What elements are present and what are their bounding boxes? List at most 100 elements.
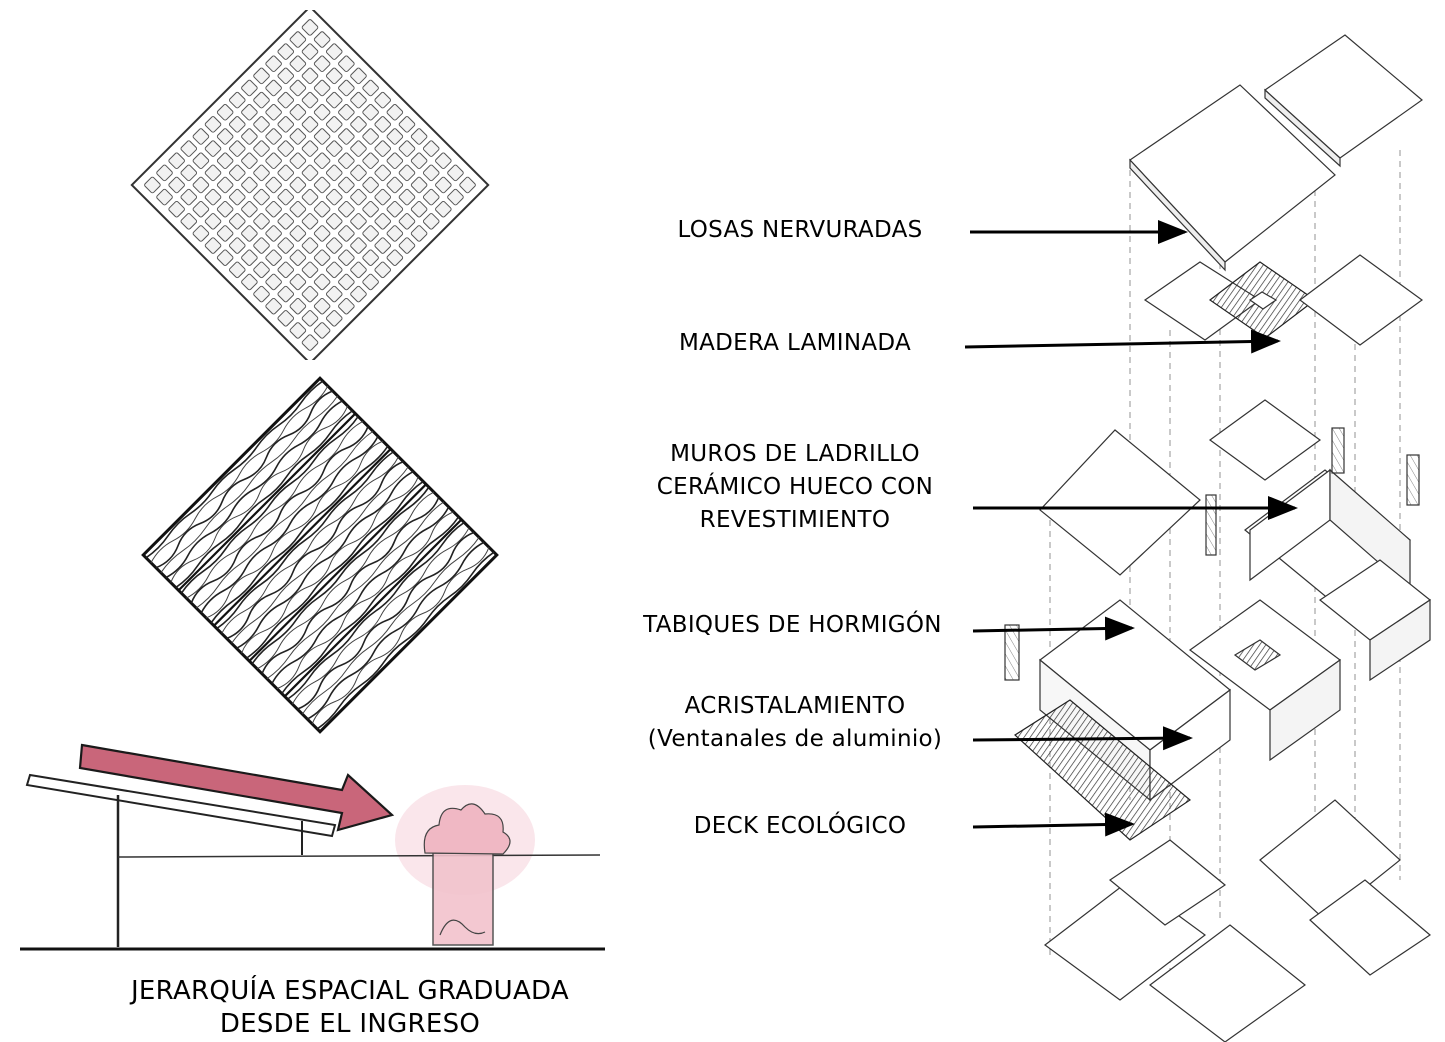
coffer [241, 273, 258, 291]
coffer [313, 79, 331, 97]
wood-grain [301, 537, 480, 715]
coffer [313, 273, 331, 291]
wood-grain [266, 501, 445, 680]
wood-grain [205, 440, 384, 619]
roof-slab [25, 773, 337, 838]
coffer [229, 213, 246, 230]
coffer [398, 116, 416, 133]
tree-crown [423, 803, 511, 855]
coffer [301, 67, 319, 85]
wood-grain [246, 480, 424, 659]
wood-grain [160, 395, 339, 573]
coffer [386, 176, 404, 194]
coffer [435, 152, 452, 170]
coffer [459, 176, 476, 194]
coffer [313, 249, 331, 266]
coffer [229, 116, 246, 133]
coffer [313, 200, 331, 218]
coffer [277, 164, 295, 182]
coffer [289, 225, 307, 242]
coffer [325, 67, 343, 85]
coffer [350, 237, 367, 254]
coffer [277, 237, 295, 254]
coffer [204, 237, 222, 254]
laminated-wood-sketch [130, 375, 510, 735]
coffer [435, 176, 452, 194]
coffer [289, 297, 307, 315]
coffer [204, 140, 222, 157]
coffer [313, 55, 331, 73]
coffer [338, 297, 355, 315]
coffer [277, 261, 295, 279]
coffer [325, 310, 343, 327]
coffer [192, 176, 210, 194]
coffer [301, 116, 319, 133]
coffer [313, 322, 331, 339]
coffer [362, 176, 379, 194]
coffer [350, 91, 367, 109]
coffer [350, 188, 367, 206]
coffer [398, 188, 416, 206]
coffer [325, 213, 343, 230]
coffer [216, 249, 234, 266]
coffer [265, 249, 282, 266]
coffer [229, 91, 246, 109]
coffer [168, 152, 185, 170]
coffer [277, 140, 295, 157]
coffer [241, 79, 258, 97]
coffer [265, 152, 282, 170]
coffer [374, 237, 391, 254]
coffer [241, 176, 258, 194]
wood-grain [251, 486, 430, 665]
coffer [374, 164, 391, 182]
wood-grain [261, 496, 440, 675]
coffer [325, 285, 343, 303]
coffer [229, 261, 246, 279]
leader-arrows [964, 220, 1298, 837]
coffer [410, 200, 428, 218]
coffer [447, 164, 464, 182]
coffer [325, 261, 343, 279]
coffer [362, 249, 379, 266]
wood-grain [281, 516, 460, 695]
coffer [386, 225, 404, 242]
label-muros-ladrillo: MUROS DE LADRILLO CERÁMICO HUECO CON REV… [656, 441, 934, 533]
coffer [301, 164, 319, 182]
coffer [447, 188, 464, 206]
wood-grain [271, 506, 450, 685]
coffer [253, 285, 270, 303]
coffer [216, 128, 234, 145]
coffer [410, 176, 428, 194]
wood-grain [170, 405, 349, 583]
coffer [398, 213, 416, 230]
coffer [386, 200, 404, 218]
coffer [325, 116, 343, 133]
coffer [204, 213, 222, 230]
coffer [362, 152, 379, 170]
coffer [338, 79, 355, 97]
coffer [338, 152, 355, 170]
coffer [229, 164, 246, 182]
roof-slab-layer [1129, 34, 1423, 272]
coffer [398, 140, 416, 157]
coffer [241, 152, 258, 170]
coffer [241, 249, 258, 266]
caption-line-2: DESDE EL INGRESO [219, 1009, 481, 1039]
wood-grain [316, 551, 495, 730]
coffer [253, 164, 270, 182]
coffer [325, 43, 343, 60]
coffer [313, 297, 331, 315]
coffer [338, 225, 355, 242]
coffer [398, 164, 416, 182]
coffer [350, 116, 367, 133]
coffer [241, 104, 258, 121]
coffer [374, 91, 391, 109]
coffer [338, 176, 355, 194]
coffer [350, 164, 367, 182]
coffer [386, 104, 404, 121]
coffer [253, 91, 270, 109]
coffer [301, 213, 319, 230]
coffer [313, 152, 331, 170]
caption-line-1: JERARQUÍA ESPACIAL GRADUADA [130, 976, 570, 1006]
coffer [338, 200, 355, 218]
